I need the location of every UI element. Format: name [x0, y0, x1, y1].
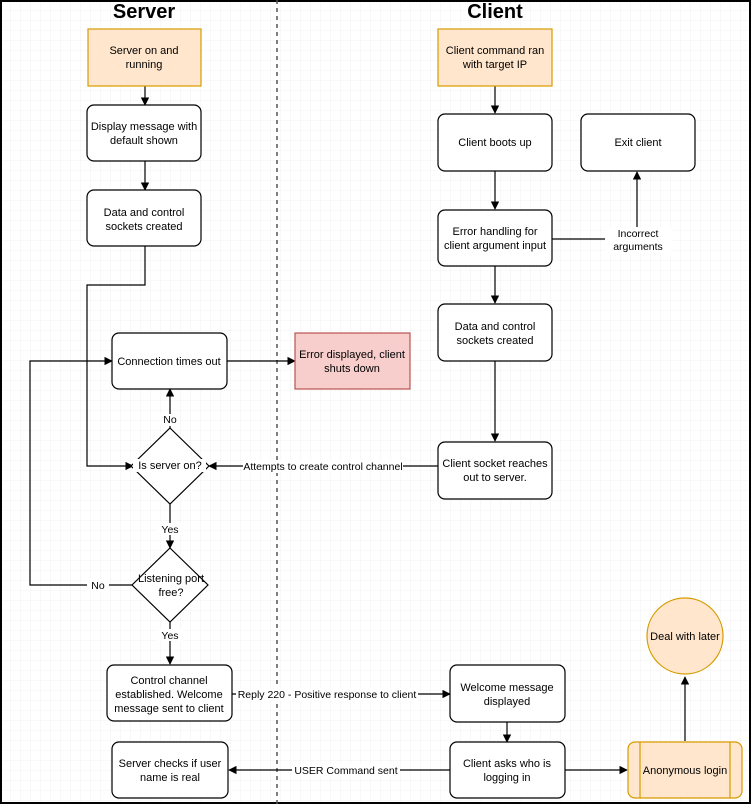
node-welcome-message: Welcome message displayed [449, 664, 566, 723]
lane-title-client: Client [467, 1, 523, 23]
node-text-is-server-on: Is server on? [138, 460, 202, 472]
node-label-bg-is-server-on [133, 459, 206, 472]
label-bg-incorrect-arguments [605, 227, 671, 254]
edge-label-reply-220: Reply 220 - Positive response to client [238, 689, 417, 701]
node-text-client-asks-2: logging in [483, 772, 530, 784]
node-shape-exit-client [580, 113, 696, 172]
node-text-client-socket-reaches-1: Client socket reaches [442, 458, 548, 470]
edge-label-yes-port: Yes [161, 630, 178, 642]
node-text-exit-client: Exit client [614, 137, 661, 149]
node-text-connection-times-out: Connection times out [117, 356, 220, 368]
node-shape-server-on [87, 28, 202, 87]
node-text-client-socket-reaches-2: out to server. [463, 472, 527, 484]
node-display-message: Display message with default shown [86, 104, 202, 162]
label-bg-no-timeout [160, 414, 180, 426]
node-text-server-on-1: Server on and [109, 45, 178, 57]
node-is-server-on: Is server on? [130, 427, 210, 505]
node-server-checks: Server checks if user name is real [111, 741, 229, 799]
edge-listening-no-to-timeout [29, 356, 133, 586]
lane-title-server: Server [113, 1, 175, 23]
edge-label-no-timeout: No [163, 414, 177, 426]
node-text-server-checks-1: Server checks if user [119, 758, 222, 770]
node-text-client-sockets-1: Data and control [455, 321, 536, 333]
node-text-deal-with-later: Deal with later [650, 631, 720, 643]
edge-label-incorrect-arguments-2: arguments [613, 241, 663, 253]
label-bg-yes-server-on [157, 523, 183, 535]
node-shape-client-sockets [437, 303, 553, 362]
label-bg-reply-220 [236, 688, 418, 701]
node-exit-client: Exit client [580, 113, 696, 172]
node-text-server-checks-2: name is real [140, 772, 200, 784]
edge-label-user-command: USER Command sent [294, 765, 397, 777]
node-text-client-command-2: with target IP [462, 59, 527, 71]
node-shape-client-socket-reaches [437, 441, 553, 500]
node-anonymous-login: Anonymous login [627, 741, 743, 799]
node-text-error-handling-1: Error handling for [453, 226, 538, 238]
node-text-listening-port-1: Listening port [138, 573, 204, 585]
node-text-listening-port-2: free? [158, 587, 183, 599]
node-text-client-sockets-2: sockets created [456, 335, 533, 347]
node-text-display-message-2: default shown [110, 135, 178, 147]
node-shape-client-command [437, 28, 553, 87]
node-control-channel: Control channel established. Welcome mes… [106, 664, 233, 722]
node-shape-connection-times-out [111, 332, 228, 390]
node-shape-control-channel [106, 664, 233, 722]
node-error-handling: Error handling for client argument input [437, 209, 553, 267]
node-text-error-displayed-1: Error displayed, client [299, 349, 405, 361]
node-text-client-command-1: Client command ran [446, 45, 544, 57]
label-bg-user-command [292, 764, 400, 777]
node-text-client-asks-1: Client asks who is [463, 758, 552, 770]
node-text-display-message-1: Display message with [91, 121, 197, 133]
node-client-socket-reaches: Client socket reaches out to server. [437, 441, 553, 500]
node-shape-listening-port [131, 547, 209, 623]
node-text-welcome-message-2: displayed [484, 696, 530, 708]
node-text-control-channel-3: message sent to client [114, 703, 223, 715]
edge-labels: Incorrect arguments No Yes No Yes Attemp… [87, 227, 671, 777]
label-bg-yes-port [157, 629, 183, 641]
node-connection-times-out: Connection times out [111, 332, 228, 390]
node-text-error-handling-2: client argument input [444, 240, 546, 252]
node-shape-client-asks [449, 741, 566, 799]
node-shape-server-checks [111, 741, 229, 799]
node-listening-port: Listening port free? [131, 547, 209, 623]
node-text-server-on-2: running [126, 59, 163, 71]
node-text-error-displayed-2: shuts down [324, 363, 380, 375]
node-shape-client-boots [437, 113, 553, 172]
node-client-sockets: Data and control sockets created [437, 303, 553, 362]
label-bg-no-port [87, 579, 109, 591]
edge-label-yes-server-on: Yes [161, 524, 178, 536]
node-text-server-sockets-1: Data and control [104, 207, 185, 219]
node-client-command: Client command ran with target IP [437, 28, 553, 87]
node-shape-welcome-message [449, 664, 566, 723]
node-deal-with-later: Deal with later [646, 597, 724, 675]
node-client-boots: Client boots up [437, 113, 553, 172]
node-text-control-channel-1: Control channel [130, 675, 207, 687]
node-server-on: Server on and running [87, 28, 202, 87]
node-shape-server-sockets [86, 189, 202, 247]
node-server-sockets: Data and control sockets created [86, 189, 202, 247]
node-text-server-sockets-2: sockets created [105, 221, 182, 233]
node-shape-anonymous-login [627, 741, 743, 799]
edge-label-no-port: No [91, 580, 105, 592]
node-shape-display-message [86, 104, 202, 162]
label-bg-attempts [243, 460, 403, 473]
edge-sockets-to-is-server-on [86, 246, 146, 471]
node-text-control-channel-2: established. Welcome [115, 689, 222, 701]
node-shape-error-displayed [294, 332, 411, 390]
node-text-anonymous-login: Anonymous login [643, 765, 727, 777]
edge-label-incorrect-arguments-1: Incorrect [618, 228, 659, 240]
node-shape-deal-with-later [646, 597, 724, 675]
node-shape-error-handling [437, 209, 553, 267]
node-text-welcome-message-1: Welcome message [460, 682, 553, 694]
node-error-displayed: Error displayed, client shuts down [294, 332, 411, 390]
node-client-asks: Client asks who is logging in [449, 741, 566, 799]
edge-label-attempts-control: Attempts to create control channel [243, 461, 402, 473]
node-text-client-boots: Client boots up [458, 137, 531, 149]
